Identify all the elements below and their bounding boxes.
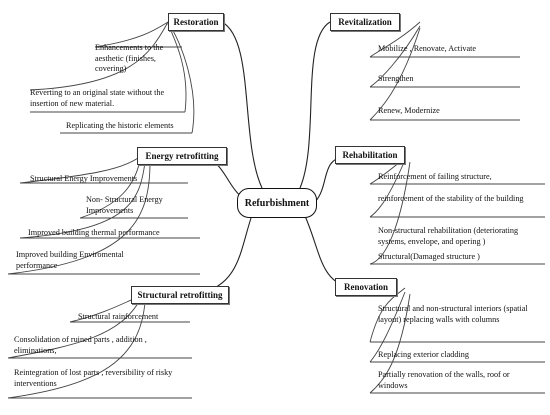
leaf-rehabilitation-1: Reinforcement of failing structure, bbox=[378, 172, 492, 181]
leaf-energy-3: Improved building thermal performance bbox=[28, 228, 160, 237]
category-structural-retrofitting: Structural retrofitting bbox=[131, 286, 229, 304]
category-restoration: Restoration bbox=[168, 13, 224, 31]
center-node: Refurbishment bbox=[237, 188, 317, 218]
leaf-restoration-2: Reverting to an original state without t… bbox=[30, 88, 165, 108]
leaf-structural-3: Reintegration of lost parts , reversibil… bbox=[14, 368, 173, 388]
category-energy-retrofitting: Energy retrofitting bbox=[137, 147, 227, 165]
leaf-energy-4: Improved building Enviromental performan… bbox=[16, 250, 124, 270]
link-renovation bbox=[304, 215, 349, 288]
category-renovation: Renovation bbox=[335, 278, 397, 296]
leaf-revitalization-1: Mobilize , Renovate, Activate bbox=[378, 44, 476, 53]
leaf-renovation-1: Structural and non-structural interiors … bbox=[378, 304, 528, 324]
link-revitalization bbox=[299, 21, 331, 189]
category-rehabilitation: Rehabilitation bbox=[335, 146, 405, 164]
leaf-energy-1: Structural Energy Improvements bbox=[30, 174, 138, 183]
category-revitalization: Revitalization bbox=[330, 13, 400, 31]
leaf-rehabilitation-2: reinforcement of the stability of the bu… bbox=[378, 194, 524, 203]
link-structural bbox=[197, 214, 253, 295]
leaf-rehabilitation-3: Non-structural rehabilitation (deteriora… bbox=[378, 226, 519, 246]
leaf-structural-1: Structural rainforcement bbox=[78, 312, 159, 321]
leaf-restoration-3: Replicating the historic elements bbox=[66, 121, 174, 130]
link-restoration bbox=[221, 21, 263, 189]
leaf-energy-2: Non- Structural Energy Improvements bbox=[86, 195, 163, 215]
leaf-restoration-1: Enhancements to the aesthetic (finishes,… bbox=[95, 43, 164, 73]
leaf-structural-2: Consolidation of ruined parts , addition… bbox=[14, 335, 147, 355]
leaf-revitalization-2: Strengthen bbox=[378, 74, 414, 83]
leaf-rehabilitation-4: Structural(Damaged structure ) bbox=[378, 252, 480, 261]
leaf-renovation-2: Replacing exterior cladding bbox=[378, 350, 469, 359]
leaf-revitalization-3: Renew, Modernize bbox=[378, 106, 440, 115]
leaf-renovation-3: Partially renovation of the walls, roof … bbox=[378, 370, 510, 390]
